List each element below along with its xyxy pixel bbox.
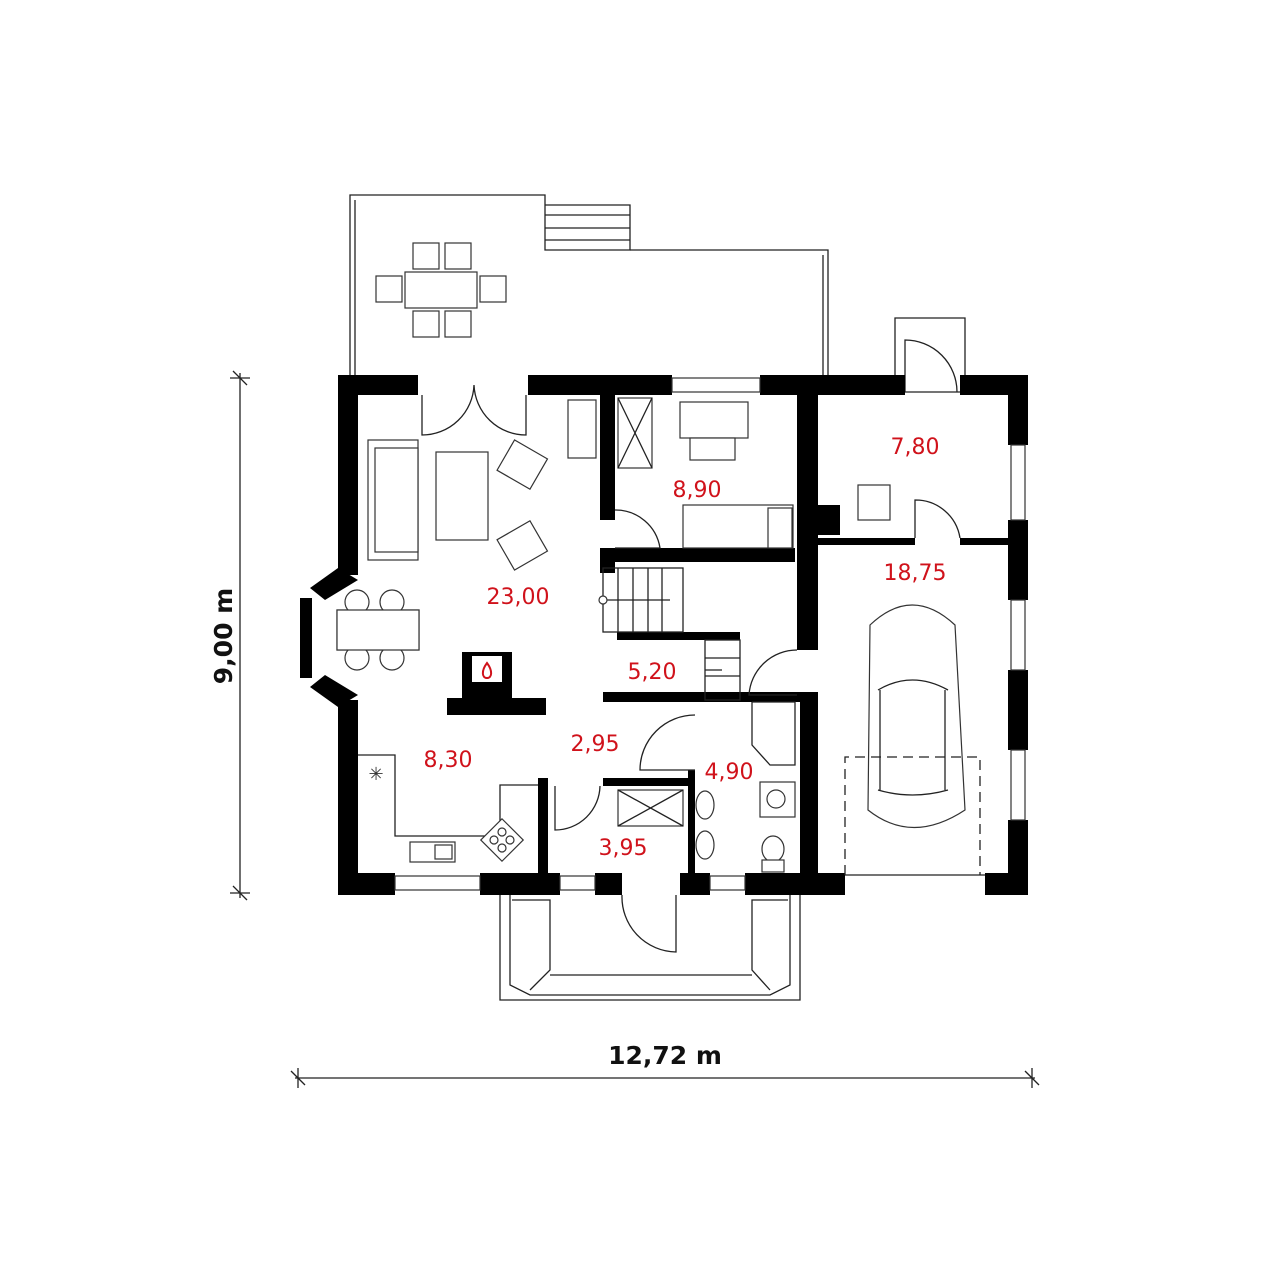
- area-hall: 2,95: [571, 732, 620, 757]
- room-area-labels: 23,00 8,90 7,80 18,75 5,20 2,95 8,30 4,9…: [424, 435, 947, 861]
- area-stair-hall: 5,20: [628, 660, 677, 685]
- armchair: [496, 439, 549, 491]
- area-bedroom: 8,90: [673, 478, 722, 503]
- terrace: [349, 194, 829, 375]
- walls: [300, 375, 1028, 895]
- car: [844, 604, 985, 876]
- doors: [421, 384, 961, 953]
- garage-side-entrance: [894, 317, 966, 393]
- area-kitchen: 8,30: [424, 748, 473, 773]
- area-garage: 18,75: [884, 561, 947, 586]
- fireplace: [447, 652, 546, 715]
- furniture: ✳: [336, 397, 985, 876]
- area-utility: 7,80: [891, 435, 940, 460]
- dining-table: [336, 589, 420, 671]
- desk: [679, 401, 749, 439]
- dimension-width: 12,72 m: [290, 1041, 1040, 1088]
- terrace-dining-set: [375, 242, 507, 338]
- width-label: 12,72 m: [608, 1041, 722, 1070]
- area-living: 23,00: [487, 585, 550, 610]
- windows: [394, 377, 1026, 891]
- terrace-steps: [545, 214, 630, 241]
- coffee-table: [435, 451, 489, 541]
- armchair: [496, 519, 549, 571]
- height-label: 9,00 m: [209, 588, 238, 684]
- front-porch: [499, 895, 801, 1001]
- kitchen-counter: ✳: [358, 754, 538, 863]
- fire-icon: [481, 661, 493, 680]
- dimension-height: 9,00 m: [209, 370, 250, 901]
- svg-text:✳: ✳: [368, 764, 383, 785]
- bathroom-fixtures: [617, 701, 796, 873]
- area-bathroom: 4,90: [705, 760, 754, 785]
- staircase: [598, 567, 741, 701]
- area-entrance: 3,95: [599, 836, 648, 861]
